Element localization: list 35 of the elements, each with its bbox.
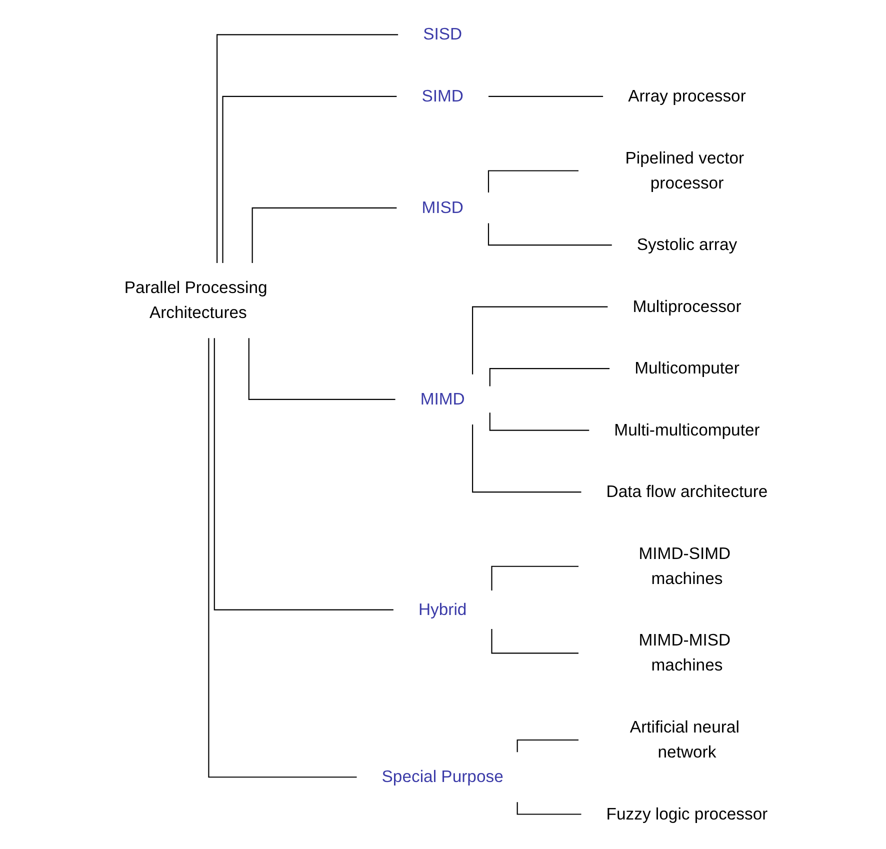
connector (208, 338, 358, 778)
connector (248, 338, 396, 400)
node-text: Parallel Processing Architectures (124, 278, 268, 322)
connector (488, 223, 612, 246)
node-text: SISD (424, 26, 462, 44)
connector (472, 306, 608, 374)
connector (216, 34, 398, 263)
node-text: Hybrid (418, 600, 468, 619)
node-text: Array processor (628, 87, 746, 106)
node-text: Pipelined vector processor (626, 149, 744, 192)
node-text: Multicomputer (634, 359, 740, 378)
node-text: MIMD (420, 390, 466, 409)
connector (488, 96, 604, 98)
node-text: Artificial neural network (630, 718, 740, 762)
connector (492, 566, 579, 591)
node-text: Systolic array (637, 236, 738, 254)
connector (252, 207, 398, 263)
connector (214, 338, 394, 610)
node-text: SIMD (422, 87, 464, 106)
node-text: Multi-multicomputer (614, 421, 760, 440)
connector (490, 412, 590, 431)
connector (488, 170, 579, 193)
connector (492, 629, 579, 654)
node-text: Special Purpose (382, 768, 504, 786)
node-text: Fuzzy logic processor (606, 805, 768, 824)
connector (517, 802, 582, 815)
node-text: MIMD-MISD machines (639, 631, 731, 675)
node-text: Data flow architecture (606, 482, 768, 502)
connector (490, 368, 610, 386)
connector (472, 424, 582, 493)
connector (222, 96, 398, 263)
node-text: MIMD-SIMD machines (639, 544, 731, 588)
node-text: Multiprocessor (633, 298, 742, 316)
connector (517, 739, 579, 752)
node-text: MISD (422, 198, 464, 218)
